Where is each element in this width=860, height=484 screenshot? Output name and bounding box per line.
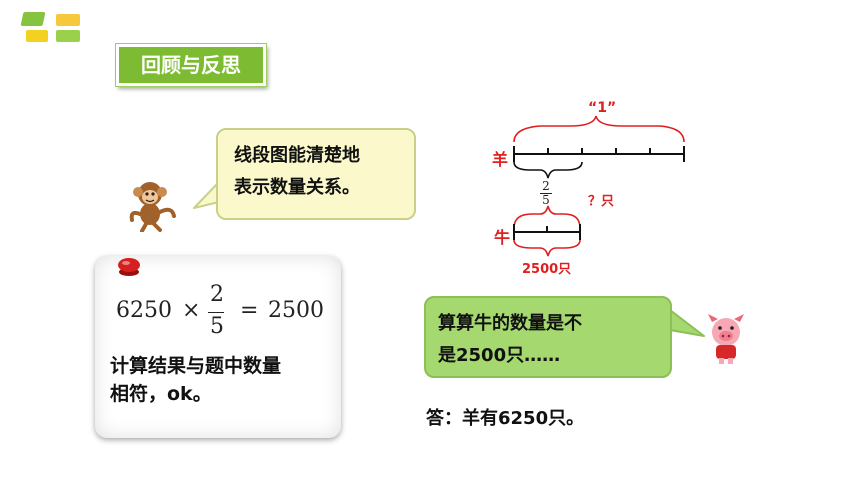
fraction-bar — [208, 312, 224, 313]
diagram-fraction: 2 5 — [540, 180, 552, 207]
pig-icon — [708, 314, 744, 364]
pushpin-icon — [118, 258, 140, 276]
diagram-fraction-bar — [540, 193, 552, 194]
cow-label: 牛 — [494, 228, 511, 247]
whole-brace — [513, 115, 685, 143]
formula-times: × — [182, 298, 201, 323]
cow-ticks — [513, 224, 581, 240]
card-text-line: 计算结果与题中数量 — [110, 355, 282, 377]
monkey-speech-bubble: 线段图能清楚地 表示数量关系。 — [216, 128, 416, 220]
formula-denominator: 5 — [210, 314, 224, 339]
logo — [20, 12, 84, 44]
speech-line: 表示数量关系。 — [234, 177, 360, 198]
segment-diagram — [513, 115, 685, 257]
formula-numerator: 2 — [210, 282, 224, 307]
section-title: 回顾与反思 — [116, 44, 266, 86]
formula-equals: = — [240, 298, 259, 323]
speech-line: 线段图能清楚地 — [234, 145, 360, 166]
note-card — [95, 256, 341, 438]
monkey-icon — [129, 182, 176, 232]
sheep-ticks — [513, 146, 685, 162]
speech-tail — [668, 309, 705, 337]
cow-top-brace — [513, 205, 581, 229]
logo-block — [56, 30, 80, 42]
card-text: 计算结果与题中数量 相符，ok。 — [110, 352, 338, 408]
logo-block — [26, 30, 48, 42]
cow-count-label: 2500只 — [522, 262, 572, 277]
logo-block — [20, 12, 46, 26]
formula-left: 6250 — [116, 298, 172, 323]
fraction-brace — [513, 161, 583, 179]
unknown-label: ？只 — [588, 194, 615, 209]
diagram-fraction-denominator: 5 — [542, 193, 550, 207]
speech-line: 算算牛的数量是不 — [438, 313, 582, 334]
cow-bottom-brace — [513, 239, 581, 257]
card-text-line: 相符，ok。 — [110, 383, 212, 405]
whole-label: “1” — [588, 100, 617, 116]
diagram-fraction-numerator: 2 — [542, 179, 550, 193]
speech-line: 是2500只…… — [438, 345, 561, 366]
logo-block — [56, 14, 80, 26]
sheep-label: 羊 — [492, 150, 509, 169]
answer-text: 答：羊有6250只。 — [426, 408, 585, 429]
formula-result: 2500 — [268, 298, 324, 323]
pig-speech-bubble: 算算牛的数量是不 是2500只…… — [424, 296, 672, 378]
formula: 6250 × 2 5 = 2500 — [116, 282, 336, 342]
